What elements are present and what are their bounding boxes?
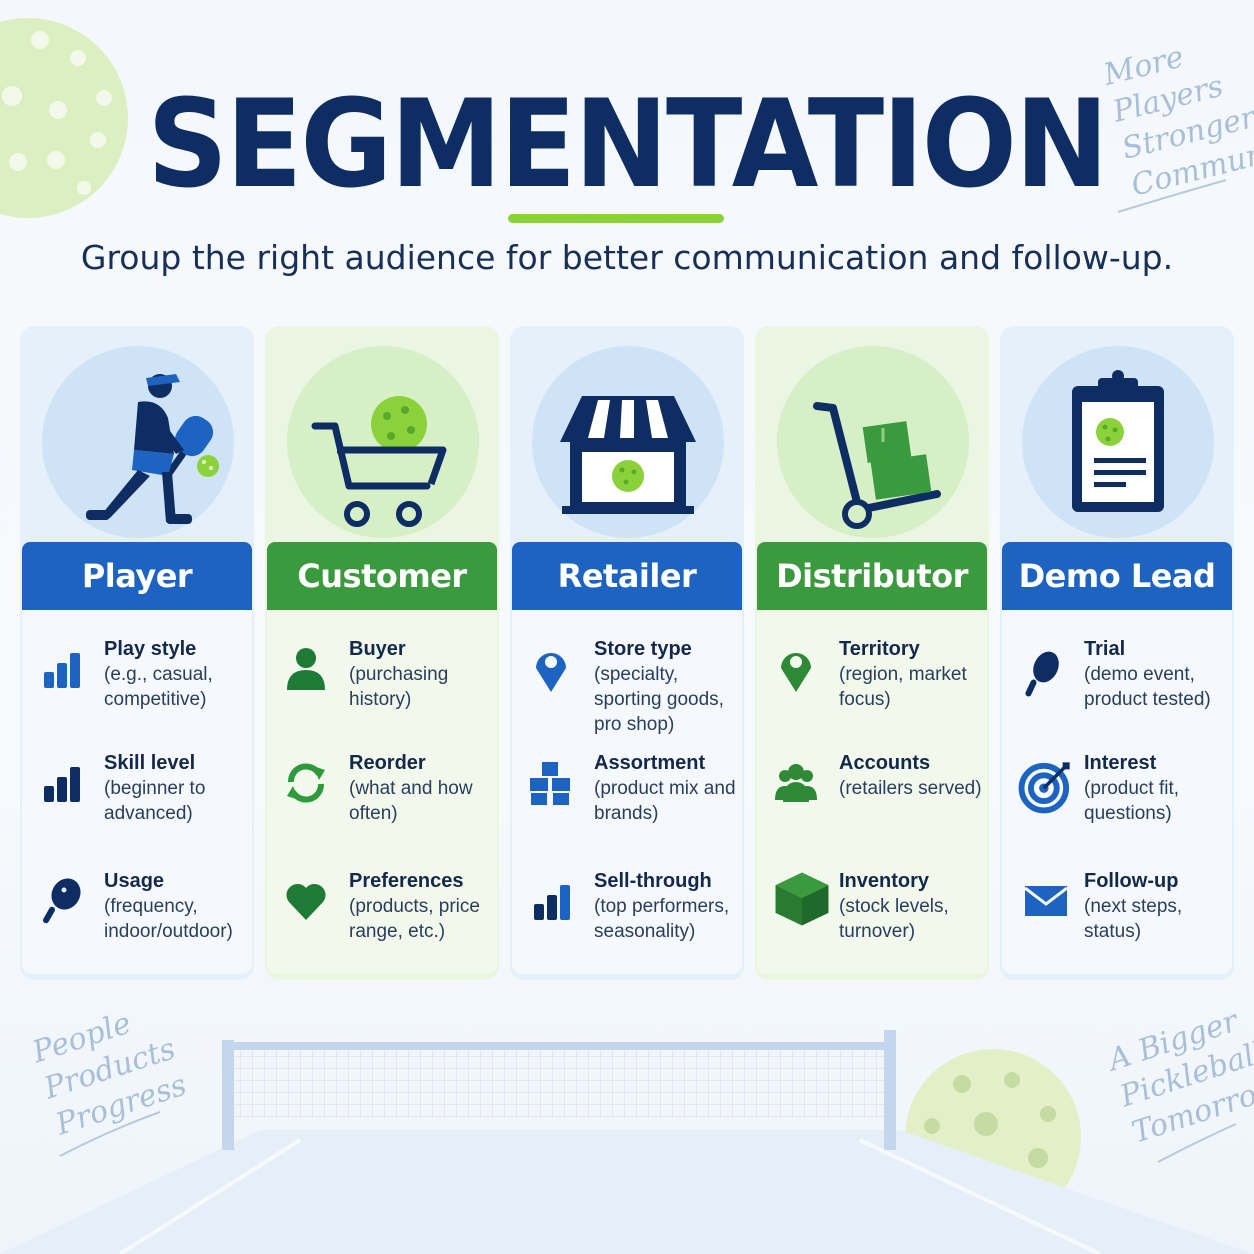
shopping-cart-icon: [311, 396, 447, 527]
attribute-desc: (retailers served): [839, 778, 982, 799]
attribute-item: Store type (specialty, sporting goods, pr…: [512, 636, 742, 736]
bar-chart-icon: [44, 653, 80, 688]
attribute-item: Skill level (beginner to advanced): [22, 750, 252, 850]
attribute-name: Reorder: [349, 752, 426, 774]
attribute-name: Play style: [104, 638, 197, 660]
attribute-name: Usage: [104, 870, 165, 892]
attribute-name: Assortment: [594, 752, 706, 774]
attribute-desc: (beginner to advanced): [104, 778, 206, 824]
clipboard-icon: [1072, 370, 1164, 512]
attribute-item: Accounts (retailers served): [757, 750, 987, 850]
paddle-icon: [43, 878, 81, 924]
attribute-name: Sell-through: [594, 870, 712, 892]
attribute-item: Follow-up (next steps, status): [1002, 868, 1232, 968]
segment-title: Distributor: [757, 542, 987, 610]
segment-attributes: Buyer (purchasing history) Reorder (what a…: [267, 610, 497, 974]
segment-title: Player: [22, 542, 252, 610]
target-icon: [1018, 762, 1070, 814]
attribute-desc: (next steps, status): [1084, 896, 1183, 942]
segment-attributes: Territory (region, market focus) Accounts…: [757, 610, 987, 974]
refresh-icon: [287, 763, 325, 803]
segment-icon-circle: [777, 346, 969, 538]
segment-card-demo-lead: Demo Lead Trial (demo event, product test…: [1000, 326, 1234, 980]
envelope-icon: [1024, 886, 1068, 916]
page-title: SEGMENTATION: [147, 74, 1109, 216]
attribute-item: Preferences (products, price range, etc.): [267, 868, 497, 968]
segment-card-distributor: Distributor Territory (region, market foc…: [755, 326, 989, 980]
attribute-item: Usage (frequency, indoor/outdoor): [22, 868, 252, 968]
segment-attributes: Trial (demo event, product tested) Intere…: [1002, 610, 1232, 974]
location-pin-icon: [536, 653, 566, 692]
bar-chart-icon: [44, 767, 80, 802]
paddle-icon: [1025, 651, 1059, 697]
segment-title: Customer: [267, 542, 497, 610]
segment-title: Retailer: [512, 542, 742, 610]
page-subtitle: Group the right audience for better comm…: [80, 238, 1174, 277]
pickleball-top-left-icon: [0, 18, 128, 218]
heart-icon: [286, 883, 326, 920]
segment-icon-circle: [532, 346, 724, 538]
attribute-name: Territory: [839, 638, 920, 660]
attribute-name: Buyer: [349, 638, 406, 660]
pickleball-net-icon: [0, 1030, 1254, 1254]
attribute-name: Follow-up: [1084, 870, 1179, 892]
attribute-name: Store type: [594, 638, 692, 660]
attribute-desc: (demo event, product tested): [1084, 664, 1211, 710]
attribute-item: Interest (product fit, questions): [1002, 750, 1232, 850]
attribute-name: Trial: [1084, 638, 1126, 660]
attribute-item: Buyer (purchasing history): [267, 636, 497, 736]
attribute-desc: (specialty, sporting goods, pro shop): [594, 664, 724, 735]
segment-card-customer: Customer Buyer (purchasing history) Reord…: [265, 326, 499, 980]
attribute-desc: (product fit, questions): [1084, 778, 1180, 824]
attribute-desc: (region, market focus): [839, 664, 967, 710]
attribute-name: Inventory: [839, 870, 930, 892]
attribute-item: Trial (demo event, product tested): [1002, 636, 1232, 736]
attribute-desc: (product mix and brands): [594, 778, 736, 824]
attribute-item: Sell-through (top performers, seasonality…: [512, 868, 742, 968]
segment-title: Demo Lead: [1002, 542, 1232, 610]
attribute-desc: (stock levels, turnover): [839, 896, 949, 942]
segment-icon-circle: [42, 346, 234, 538]
attribute-item: Inventory (stock levels, turnover): [757, 868, 987, 968]
attribute-item: Territory (region, market focus): [757, 636, 987, 736]
bar-chart-icon: [534, 885, 570, 920]
segment-card-retailer: Retailer Store type (specialty, sporting …: [510, 326, 744, 980]
segment-attributes: Play style (e.g., casual, competitive) Sk…: [22, 610, 252, 974]
title-underline: [508, 214, 724, 223]
segment-icon-circle: [287, 346, 479, 538]
cube-icon: [775, 872, 829, 926]
attribute-desc: (top performers, seasonality): [594, 896, 730, 942]
attribute-name: Accounts: [839, 752, 931, 774]
attribute-desc: (products, price range, etc.): [349, 896, 480, 942]
location-pin-icon: [781, 653, 811, 692]
segment-card-player: Player Play style (e.g., casual, competit…: [20, 326, 254, 980]
segment-icon-circle: [1022, 346, 1214, 538]
person-icon: [287, 648, 325, 690]
attribute-desc: (what and how often): [349, 778, 473, 824]
attribute-desc: (purchasing history): [349, 664, 449, 710]
group-icon: [775, 764, 817, 802]
hand-truck-icon: [813, 402, 941, 529]
attribute-item: Reorder (what and how often): [267, 750, 497, 850]
attribute-desc: (frequency, indoor/outdoor): [104, 896, 233, 942]
storefront-icon: [560, 396, 696, 514]
boxes-icon: [529, 762, 571, 806]
attribute-name: Skill level: [104, 752, 196, 774]
attribute-item: Assortment (product mix and brands): [512, 750, 742, 850]
attribute-desc: (e.g., casual, competitive): [104, 664, 213, 710]
segment-attributes: Store type (specialty, sporting goods, pr…: [512, 610, 742, 974]
attribute-name: Preferences: [349, 870, 464, 892]
pickleball-player-icon: [86, 374, 219, 524]
attribute-name: Interest: [1084, 752, 1157, 774]
attribute-item: Play style (e.g., casual, competitive): [22, 636, 252, 736]
